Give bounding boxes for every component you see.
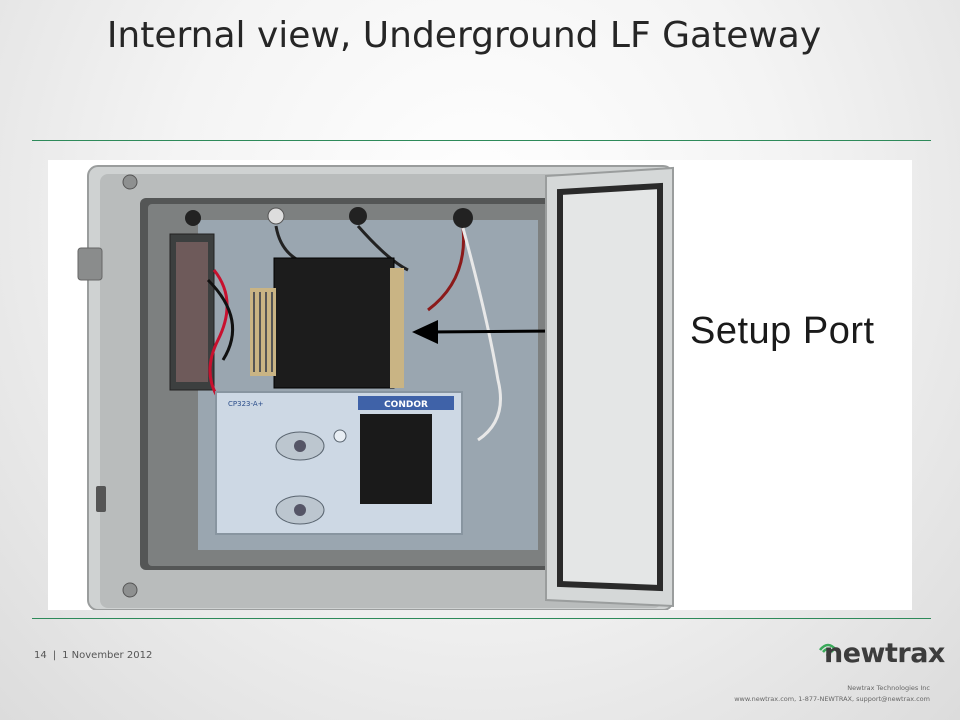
power-supply-brand: CONDOR — [384, 400, 428, 410]
circuit-board-face — [176, 242, 208, 382]
company-contact: www.newtrax.com, 1-877-NEWTRAX, support@… — [734, 695, 930, 703]
logo-wordmark: newtrax — [824, 638, 945, 669]
photo-background — [673, 166, 912, 610]
wire — [461, 227, 502, 442]
enclosure-photo: CONDOR CP323-A+ Setup Port — [48, 160, 912, 610]
hinge — [77, 247, 103, 281]
cable-gland — [185, 210, 201, 226]
transistor-screw — [294, 504, 306, 516]
gateway-module — [273, 257, 395, 389]
footer-divider — [32, 618, 931, 619]
certification-mark — [333, 429, 347, 443]
company-name: Newtrax Technologies Inc — [847, 684, 930, 692]
title-divider — [32, 140, 931, 141]
transformer — [360, 414, 432, 504]
slide-date: 1 November 2012 — [62, 650, 153, 661]
cable-gland — [267, 207, 285, 225]
footer-separator: | — [52, 650, 57, 661]
slide-title: Internal view, Underground LF Gateway — [106, 15, 822, 56]
newtrax-logo-icon — [818, 643, 838, 657]
slide-footer: 14 | 1 November 2012 — [34, 650, 152, 661]
cable-gland — [349, 207, 367, 225]
setup-port-label: Setup Port — [690, 310, 875, 352]
latch — [96, 486, 106, 512]
power-supply-model: CP323-A+ — [228, 400, 264, 408]
power-supply-label — [358, 396, 454, 410]
door-gasket — [557, 182, 663, 592]
page-number: 14 — [34, 650, 47, 661]
enclosure-illustration: CONDOR CP323-A+ — [77, 165, 912, 610]
cable-gland — [453, 208, 473, 228]
corner-screw — [122, 174, 138, 190]
wire — [427, 227, 466, 312]
corner-screw — [122, 582, 138, 598]
wire — [206, 278, 235, 361]
wire — [356, 225, 409, 272]
side-bracket — [390, 268, 404, 388]
heatsink-fin-lines — [253, 292, 273, 372]
transistor-screw — [294, 440, 306, 452]
pointer-arrowhead — [412, 320, 438, 344]
